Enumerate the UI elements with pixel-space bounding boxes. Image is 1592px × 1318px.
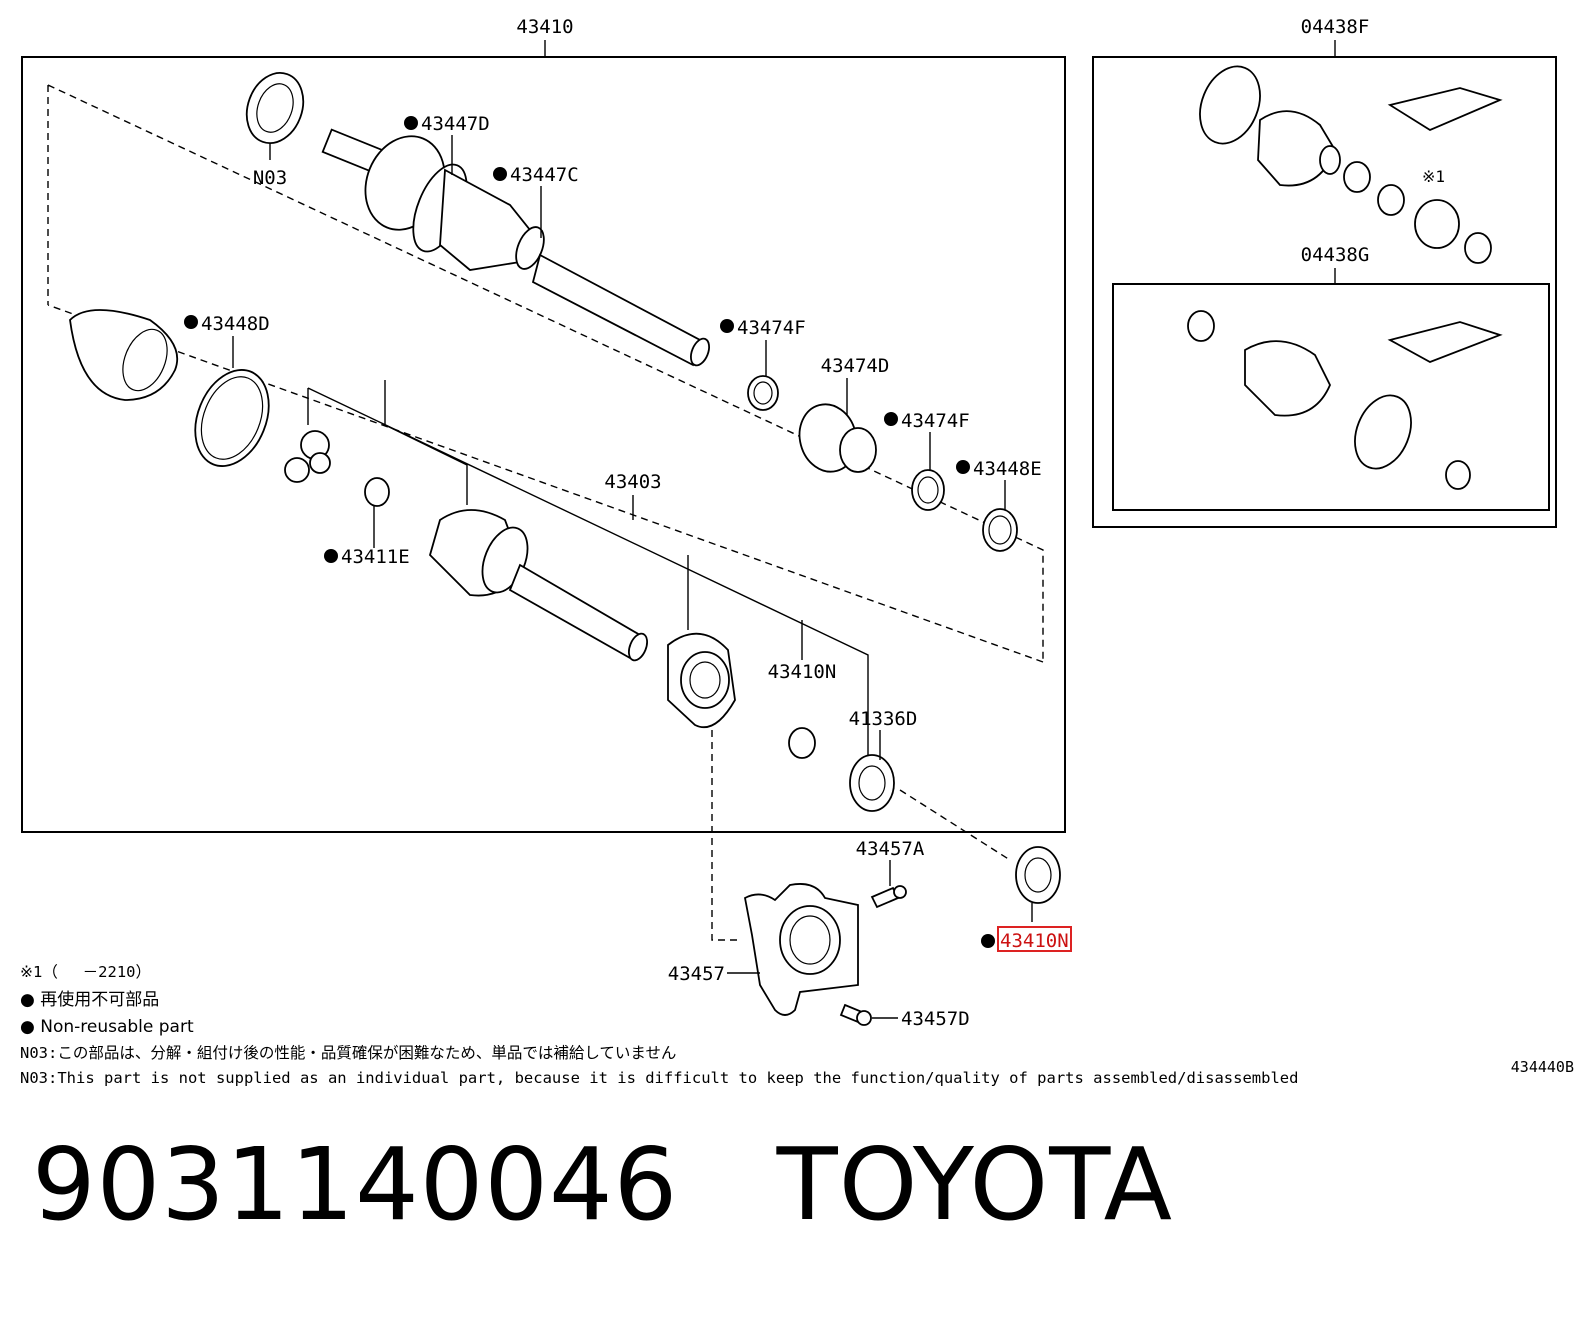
label-43474D[interactable]: 43474D (821, 355, 890, 377)
clip-43474f-bottom (911, 469, 945, 511)
tripod-joint (284, 430, 331, 483)
dashed-enclosure (47, 84, 1044, 663)
label-N03[interactable]: N03 (253, 167, 287, 189)
note-n03-ja: N03:この部品は、分解・組付け後の性能・品質確保が困難なため、単品では補給して… (20, 1044, 677, 1062)
boot-43448d (69, 309, 270, 467)
label-43457A[interactable]: 43457A (856, 838, 925, 860)
parts-diagram: 43410 04438F 04438G N03 43447D 43447C 43… (21, 16, 1557, 1030)
snap-ring-43411e (364, 477, 390, 507)
bearing-bracket (667, 632, 736, 729)
part-number: 9031140046 (32, 1126, 679, 1243)
label-43474F-top[interactable]: 43474F (737, 317, 806, 339)
brand-name: TOYOTA (776, 1126, 1173, 1243)
note-non-reusable-en: ● Non-reusable part (20, 1017, 194, 1037)
label-43447D[interactable]: 43447D (421, 113, 490, 135)
clamp-43448e (982, 508, 1018, 552)
label-43410N-highlight[interactable]: 43410N (1000, 930, 1069, 952)
label-04438F[interactable]: 04438F (1301, 16, 1370, 38)
label-43457[interactable]: 43457 (668, 963, 725, 985)
kit-outer-parts (1199, 65, 1503, 264)
seal-43410n-highlight (1015, 846, 1061, 904)
diagram-code: 434440B (1510, 1058, 1574, 1076)
label-43457D[interactable]: 43457D (901, 1008, 970, 1030)
inner-kit-box (1112, 283, 1550, 511)
inner-cv-shaft (428, 509, 648, 662)
label-41336D[interactable]: 41336D (849, 708, 918, 730)
outer-cv-shaft (321, 128, 710, 367)
label-43448D[interactable]: 43448D (201, 313, 270, 335)
n03-seal (245, 72, 305, 144)
main-assembly-box (21, 56, 1066, 833)
label-43403[interactable]: 43403 (604, 471, 661, 493)
kit-note-mark: ※1 (1422, 167, 1445, 186)
bracket-43457 (743, 883, 859, 1016)
bolt-43457d (839, 1003, 872, 1026)
label-43411E[interactable]: 43411E (341, 546, 410, 568)
note-kit-footnote: ※1（ －2210） (20, 963, 151, 981)
label-43410[interactable]: 43410 (516, 16, 573, 38)
label-04438G[interactable]: 04438G (1301, 244, 1370, 266)
label-43447C[interactable]: 43447C (510, 164, 579, 186)
label-43410N-upper[interactable]: 43410N (768, 661, 837, 683)
note-non-reusable-ja: ● 再使用不可部品 (20, 990, 160, 1010)
label-43448E[interactable]: 43448E (973, 458, 1042, 480)
outer-kit-box (1092, 56, 1557, 528)
label-43474F-bottom[interactable]: 43474F (901, 410, 970, 432)
clip-43474f-top (747, 375, 779, 411)
bearing-43474d (798, 403, 877, 473)
note-n03-en: N03:This part is not supplied as an indi… (20, 1069, 1299, 1087)
snap-ring-43410n (788, 727, 816, 759)
part-caption: 9031140046 TOYOTA (32, 1125, 1173, 1245)
kit-inner-parts (1187, 310, 1503, 490)
highlight-box (997, 926, 1072, 952)
seal-41336d (849, 754, 895, 812)
bolt-43457a (870, 885, 907, 909)
